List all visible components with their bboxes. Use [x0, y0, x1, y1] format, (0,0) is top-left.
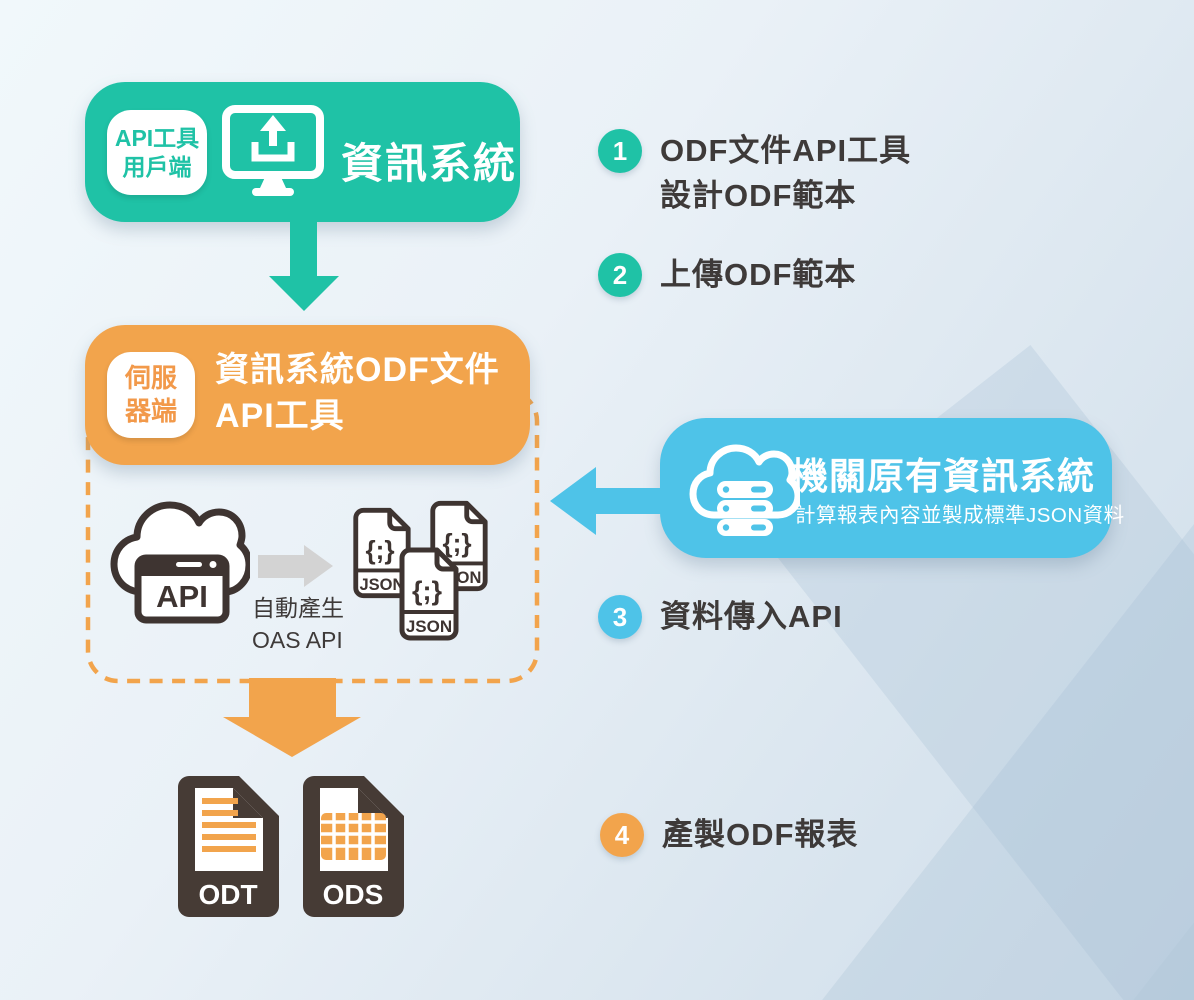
api-label: API	[156, 579, 208, 614]
generate-caption: 自動產生 OAS API	[252, 592, 344, 656]
step-3-text: 資料傳入API	[660, 599, 843, 634]
server-box-title: 資訊系統ODF文件 API工具	[215, 347, 500, 439]
arrow-produce-output	[249, 678, 336, 719]
legacy-box-title: 機關原有資訊系統	[791, 456, 1095, 497]
arrow-legacy-to-server	[594, 488, 668, 514]
client-badge: API工具 用戶端	[107, 110, 207, 195]
generate-caption-line2: OAS API	[252, 627, 343, 653]
json-brace-glyph: {;}	[442, 528, 471, 558]
server-tool-box: 伺服 器端 資訊系統ODF文件 API工具	[85, 325, 530, 465]
server-box-title-line2: API工具	[215, 397, 345, 435]
legacy-system-box: 機關原有資訊系統 計算報表內容並製成標準JSON資料	[660, 418, 1124, 558]
step-3: 3 資料傳入API	[598, 595, 843, 639]
json-brace-glyph: {;}	[365, 535, 394, 565]
arrow-generate	[258, 555, 304, 578]
generate-caption-line1: 自動產生	[252, 595, 344, 621]
json-file-label: JSON	[360, 576, 405, 594]
json-file-icon: {;} JSON	[353, 507, 411, 599]
client-badge-line1: API工具	[114, 124, 200, 151]
step-2: 2 上傳ODF範本	[598, 253, 856, 297]
client-system-box: API工具 用戶端 資訊系統	[85, 82, 520, 222]
client-badge-line2: 用戶端	[122, 153, 192, 180]
cloud-api-icon: API	[110, 501, 250, 624]
step-1-number: 1	[598, 129, 642, 173]
step-2-number: 2	[598, 253, 642, 297]
step-1: 1 ODF文件API工具 設計ODF範本	[598, 129, 911, 218]
step-3-number: 3	[598, 595, 642, 639]
server-box-title-line1: 資訊系統ODF文件	[215, 351, 500, 389]
arrow-client-to-server	[290, 221, 317, 278]
json-brace-glyph: {;}	[412, 576, 442, 606]
json-file-icon: {;} JSON	[399, 547, 459, 641]
monitor-upload-icon	[222, 105, 324, 196]
server-badge-line1: 伺服	[124, 363, 177, 393]
odt-file-icon: ODT	[178, 776, 279, 917]
cloud-server-icon	[689, 444, 800, 536]
json-file-label: JSON	[406, 617, 452, 636]
arrow-client-to-server-head	[269, 276, 339, 311]
step-1-text: ODF文件API工具 設計ODF範本	[660, 128, 911, 218]
step-1-line1: ODF文件API工具	[660, 133, 912, 168]
server-badge: 伺服 器端	[107, 352, 195, 438]
step-2-text: 上傳ODF範本	[660, 257, 857, 292]
step-4: 4 產製ODF報表	[600, 813, 858, 857]
ods-label: ODS	[323, 879, 384, 910]
ods-file-icon: ODS	[303, 776, 404, 917]
step-4-number: 4	[600, 813, 644, 857]
step-1-line2: 設計ODF範本	[660, 178, 857, 213]
arrow-produce-output-head	[223, 717, 361, 757]
arrow-legacy-to-server-head	[550, 467, 596, 535]
server-badge-line2: 器端	[124, 396, 177, 426]
legacy-box-subtitle: 計算報表內容並製成標準JSON資料	[795, 504, 1125, 527]
step-4-text: 產製ODF報表	[662, 817, 859, 852]
client-box-title: 資訊系統	[341, 140, 518, 187]
odt-label: ODT	[198, 879, 257, 910]
arrow-generate-head	[304, 545, 333, 587]
